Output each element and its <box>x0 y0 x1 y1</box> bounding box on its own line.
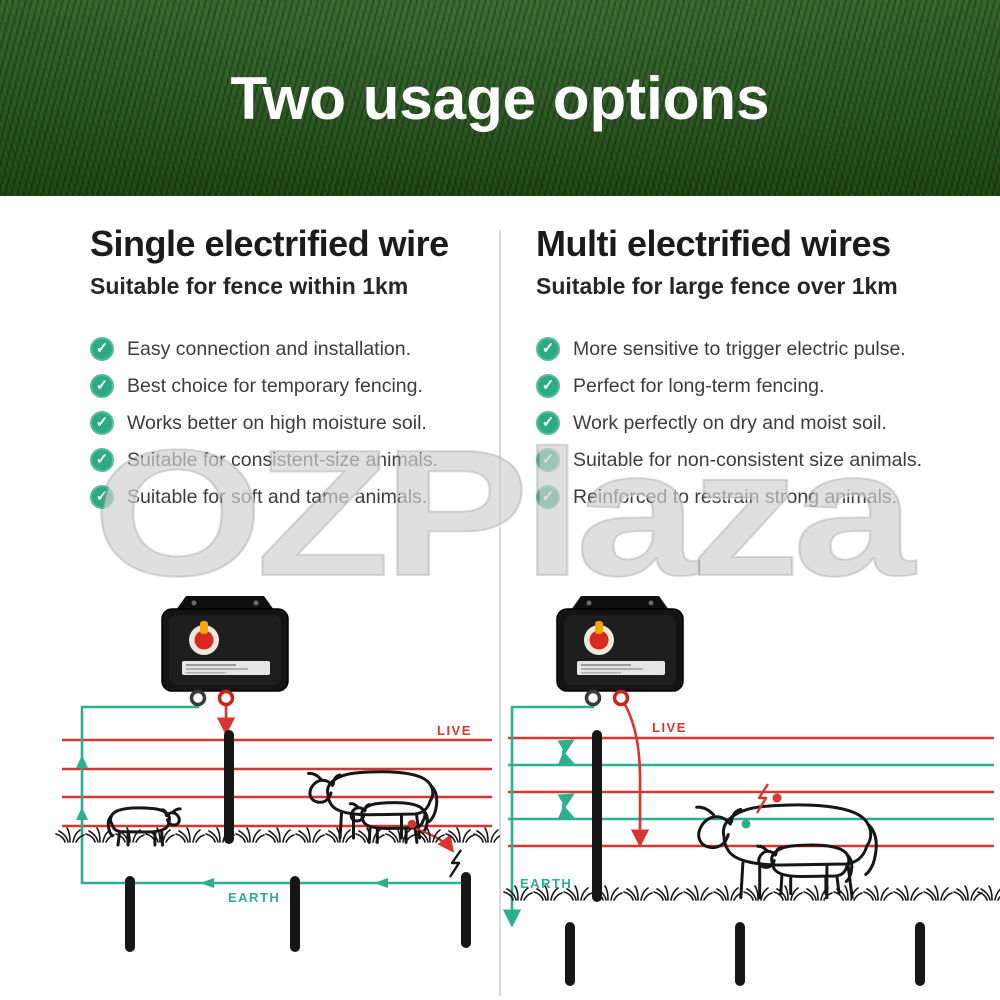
checklist-item: ✓ Works better on high moisture soil. <box>90 411 474 436</box>
bullet-text: Easy connection and installation. <box>127 338 412 361</box>
earth-stake <box>735 922 745 986</box>
wire-link-arrow <box>557 739 575 766</box>
energiser-unit <box>160 594 290 707</box>
wire-link-arrow <box>557 793 575 820</box>
check-icon: ✓ <box>90 337 114 362</box>
multi-wires <box>508 736 994 848</box>
bullet-text: Perfect for long-term fencing. <box>573 375 825 398</box>
earth-stake <box>125 876 135 952</box>
earth-stake <box>565 922 575 986</box>
grass-tufts <box>503 885 1000 901</box>
energiser-unit <box>555 594 685 707</box>
earth-label: EARTH <box>228 890 280 905</box>
check-icon: ✓ <box>536 337 560 362</box>
live-label: LIVE <box>437 723 472 738</box>
bullet-text: Work perfectly on dry and moist soil. <box>573 412 887 435</box>
check-icon: ✓ <box>90 411 114 436</box>
bullet-text: More sensitive to trigger electric pulse… <box>573 338 906 361</box>
bullet-text: Works better on high moisture soil. <box>127 412 427 435</box>
earth-stake <box>461 872 471 948</box>
single-wire-diagram: LIVE EARTH <box>55 594 500 952</box>
checklist-item: ✓ Suitable for soft and tame animals. <box>90 485 474 510</box>
checklist-item: ✓ More sensitive to trigger electric pul… <box>536 337 986 362</box>
section-subheading: Suitable for large fence over 1km <box>536 273 898 299</box>
check-icon: ✓ <box>536 411 560 436</box>
earth-wire <box>80 698 468 885</box>
bullet-text: Suitable for consistent-size animals. <box>127 449 439 472</box>
page-title: Two usage options <box>230 64 770 132</box>
live-label: LIVE <box>652 720 687 735</box>
checklist: ✓ More sensitive to trigger electric pul… <box>536 337 986 510</box>
section-subheading: Suitable for fence within 1km <box>90 273 409 299</box>
fence-post <box>592 730 602 902</box>
section-heading: Multi electrified wires <box>536 223 891 264</box>
check-icon: ✓ <box>536 374 560 399</box>
column-divider <box>499 230 501 996</box>
header-banner: Two usage options <box>0 0 1000 196</box>
checklist-item: ✓ Perfect for long-term fencing. <box>536 374 986 399</box>
check-icon: ✓ <box>90 485 114 510</box>
shock-point-dot <box>407 819 417 829</box>
bullet-text: Best choice for temporary fencing. <box>127 375 423 398</box>
shock-bolt-icon <box>755 783 770 814</box>
live-wires <box>62 738 492 828</box>
checklist-item: ✓ Suitable for consistent-size animals. <box>90 448 474 473</box>
bullet-text: Suitable for soft and tame animals. <box>127 486 428 509</box>
bullet-text: Suitable for non-consistent size animals… <box>573 449 923 472</box>
check-icon: ✓ <box>536 485 560 510</box>
earth-stake <box>915 922 925 986</box>
checklist-item: ✓ Best choice for temporary fencing. <box>90 374 474 399</box>
earth-point-dot <box>741 819 751 829</box>
section-heading: Single electrified wire <box>90 223 449 264</box>
check-icon: ✓ <box>90 374 114 399</box>
check-icon: ✓ <box>90 448 114 473</box>
single-wire-section: Single electrified wire Suitable for fen… <box>0 226 500 522</box>
fence-post <box>224 730 234 844</box>
checklist-item: ✓ Suitable for non-consistent size anima… <box>536 448 986 473</box>
bullet-text: Reinforced to restrain strong animals. <box>573 486 898 509</box>
check-icon: ✓ <box>536 448 560 473</box>
earth-flow-arrows <box>76 755 388 888</box>
checklist-item: ✓ Reinforced to restrain strong animals. <box>536 485 986 510</box>
multi-wire-diagram: LIVE EARTH <box>502 594 1000 986</box>
calf-outline <box>756 844 853 895</box>
checklist: ✓ Easy connection and installation. ✓ Be… <box>90 337 474 510</box>
shock-point-dot <box>772 793 782 803</box>
shock-bolt-icon <box>448 849 462 878</box>
live-wire-feed <box>619 697 650 848</box>
checklist-item: ✓ Work perfectly on dry and moist soil. <box>536 411 986 436</box>
earth-stake <box>290 876 300 952</box>
multi-wire-section: Multi electrified wires Suitable for lar… <box>500 226 1000 522</box>
checklist-item: ✓ Easy connection and installation. <box>90 337 474 362</box>
